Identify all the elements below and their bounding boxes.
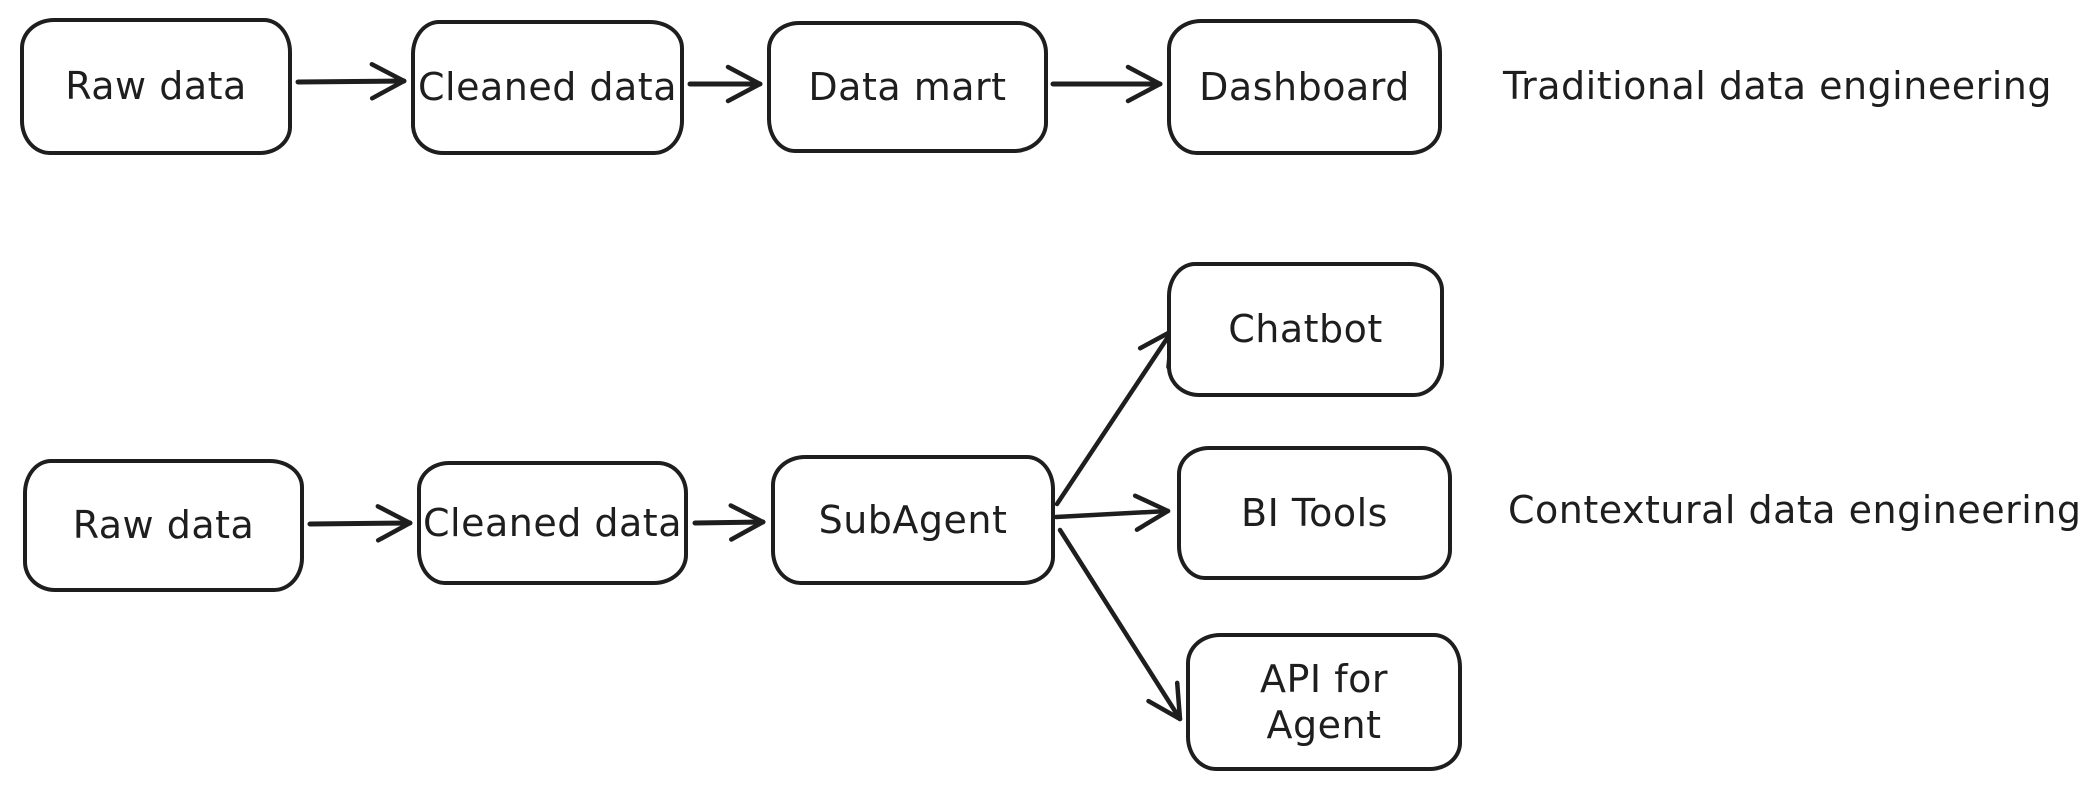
node-raw-data-traditional[interactable]: Raw data	[20, 18, 292, 155]
node-subagent[interactable]: SubAgent	[771, 455, 1055, 585]
node-chatbot[interactable]: Chatbot	[1167, 262, 1444, 397]
node-label: SubAgent	[818, 497, 1008, 542]
node-label: Cleaned data	[422, 500, 682, 545]
node-label: Dashboard	[1199, 64, 1410, 109]
arrow-subagent-to-chatbot	[1054, 328, 1175, 507]
arrow-subagent-to-bitools	[1053, 493, 1171, 532]
contextual-flow-title: Contextural data engineering	[1508, 488, 2082, 532]
arrow-raw-to-cleaned-contextual	[307, 504, 413, 543]
arrow-raw-to-cleaned-traditional	[295, 62, 407, 101]
node-label: Data mart	[808, 64, 1007, 109]
node-label: Chatbot	[1228, 307, 1383, 352]
node-raw-data-contextual[interactable]: Raw data	[23, 459, 304, 592]
node-label: Raw data	[72, 503, 255, 548]
node-data-mart[interactable]: Data mart	[767, 21, 1048, 153]
node-label: API for Agent	[1260, 656, 1388, 747]
node-label: Cleaned data	[417, 65, 677, 110]
node-label: BI Tools	[1241, 490, 1388, 535]
traditional-flow-title: Traditional data engineering	[1503, 64, 2052, 108]
node-cleaned-data-contextual[interactable]: Cleaned data	[417, 461, 688, 585]
arrow-subagent-to-api	[1057, 527, 1183, 722]
node-bi-tools[interactable]: BI Tools	[1177, 446, 1452, 580]
node-label: Raw data	[65, 64, 247, 109]
arrow-cleaned-to-subagent	[692, 503, 766, 542]
node-api-for-agent[interactable]: API for Agent	[1186, 633, 1462, 771]
node-cleaned-data-traditional[interactable]: Cleaned data	[411, 20, 684, 155]
node-dashboard[interactable]: Dashboard	[1167, 19, 1442, 155]
